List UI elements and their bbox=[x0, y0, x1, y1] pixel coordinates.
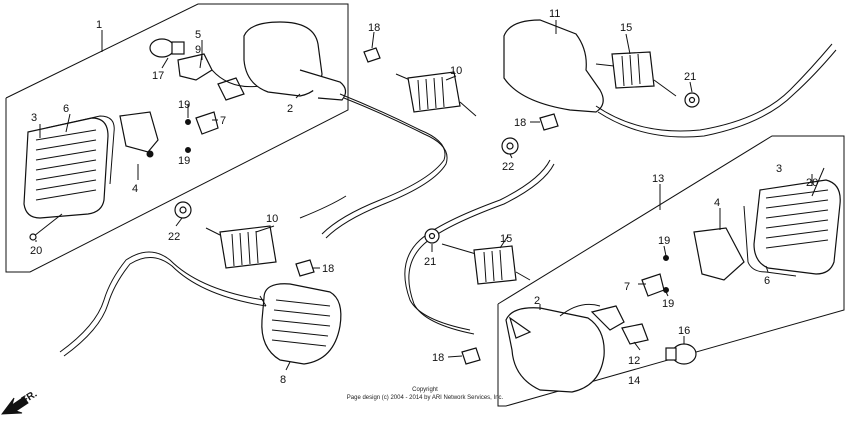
callout-3-b: 3 bbox=[776, 163, 782, 175]
callout-17: 17 bbox=[152, 70, 164, 82]
nut-21-mid bbox=[424, 228, 440, 244]
callout-19-b: 19 bbox=[178, 155, 190, 167]
bolt-18-right-bottom bbox=[461, 347, 481, 365]
callout-18-b: 18 bbox=[322, 263, 334, 275]
bolt-18-mid bbox=[295, 259, 315, 277]
stem-15-mid bbox=[441, 243, 531, 285]
stem-10-lower bbox=[205, 195, 347, 269]
callout-18-a: 18 bbox=[368, 22, 380, 34]
callout-21-b: 21 bbox=[424, 256, 436, 268]
callout-16: 16 bbox=[678, 325, 690, 337]
bracket-left bbox=[119, 111, 159, 158]
clip-left bbox=[185, 111, 219, 153]
callout-12: 12 bbox=[628, 355, 640, 367]
bolt-18-right-top bbox=[539, 113, 559, 131]
callout-22-a: 22 bbox=[168, 231, 180, 243]
nut-21-top bbox=[684, 92, 700, 108]
callout-19-d: 19 bbox=[662, 298, 674, 310]
copyright-line-1: Copyright bbox=[412, 387, 438, 393]
callout-2-a: 2 bbox=[287, 103, 293, 115]
callout-19-c: 19 bbox=[658, 235, 670, 247]
bolt-18-top bbox=[363, 47, 381, 63]
callout-5: 5 bbox=[195, 29, 201, 41]
callout-22-b: 22 bbox=[502, 161, 514, 173]
turn-signal-body-left bbox=[243, 21, 448, 239]
socket-right bbox=[559, 303, 649, 345]
callout-4-b: 4 bbox=[714, 197, 720, 209]
callout-20-a: 20 bbox=[30, 245, 42, 257]
callout-13: 13 bbox=[652, 173, 664, 185]
callout-6: 6 bbox=[63, 103, 69, 115]
lens-gasket-left bbox=[45, 115, 115, 185]
callout-6-b: 6 bbox=[764, 275, 770, 287]
callout-8: 8 bbox=[280, 374, 286, 386]
bulb-right bbox=[665, 343, 697, 365]
lens-housing-right bbox=[753, 179, 841, 275]
callout-14: 14 bbox=[628, 375, 640, 387]
callout-10-b: 10 bbox=[266, 213, 278, 225]
stem-10-top bbox=[395, 71, 477, 117]
turn-signal-rear-right bbox=[503, 19, 837, 138]
callout-18-d: 18 bbox=[432, 352, 444, 364]
callout-21-a: 21 bbox=[684, 71, 696, 83]
callout-2-b: 2 bbox=[534, 295, 540, 307]
leader-lines bbox=[35, 20, 813, 371]
callout-labels: 1 3 6 5 9 17 19 7 19 4 22 20 2 18 10 10 … bbox=[30, 8, 818, 387]
lens-housing-left bbox=[23, 117, 109, 219]
callout-15-a: 15 bbox=[620, 22, 632, 34]
assembly-frame-left bbox=[5, 3, 349, 273]
callout-18-c: 18 bbox=[514, 117, 526, 129]
callout-20-b: 20 bbox=[806, 177, 818, 189]
front-direction-arrow: FR. bbox=[0, 389, 39, 415]
stem-15-top bbox=[595, 51, 677, 97]
assembly-frame-right bbox=[497, 135, 845, 407]
callout-1: 1 bbox=[96, 19, 102, 31]
copyright-line-2: Page design (c) 2004 - 2014 by ARI Netwo… bbox=[347, 395, 504, 401]
callout-7-b: 7 bbox=[624, 281, 630, 293]
copyright-notice: Copyright Page design (c) 2004 - 2014 by… bbox=[347, 387, 504, 401]
turn-signal-body-right bbox=[505, 307, 605, 393]
callout-19-a: 19 bbox=[178, 99, 190, 111]
bracket-right bbox=[693, 227, 745, 281]
callout-11: 11 bbox=[549, 8, 560, 20]
wiring-center bbox=[404, 159, 555, 335]
callout-10-a: 10 bbox=[450, 65, 462, 77]
callout-7-a: 7 bbox=[220, 115, 226, 127]
nut-22-right bbox=[501, 137, 519, 155]
callout-4-a: 4 bbox=[132, 183, 138, 195]
clip-right bbox=[641, 255, 669, 297]
lens-screw-left bbox=[29, 213, 63, 241]
nut-22-left bbox=[174, 201, 192, 219]
callout-9: 9 bbox=[195, 44, 201, 56]
callout-3: 3 bbox=[31, 112, 37, 124]
lens-gasket-right bbox=[743, 205, 797, 277]
turn-signal-rear-left bbox=[59, 251, 342, 365]
lens-screw-right bbox=[811, 167, 825, 197]
bulb-left bbox=[149, 38, 185, 58]
callout-15-b: 15 bbox=[500, 233, 512, 245]
